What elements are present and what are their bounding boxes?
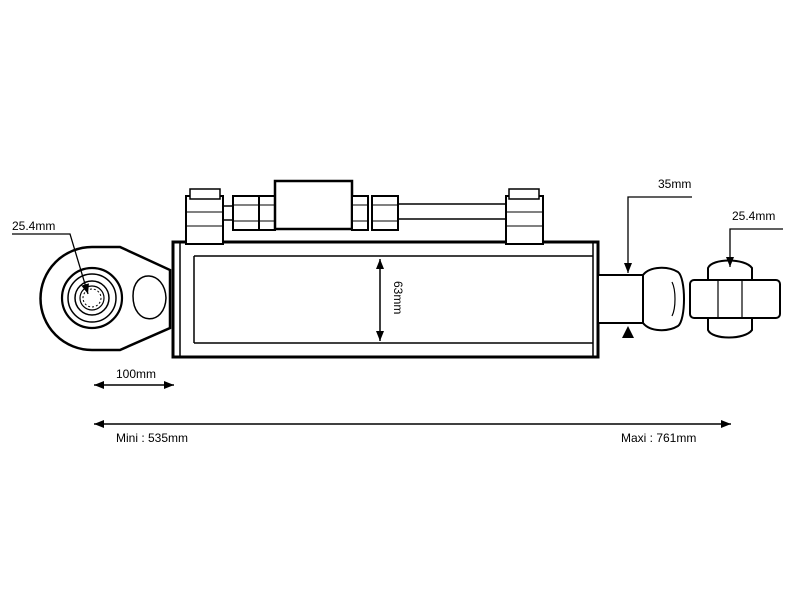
dim-left-pin: 25.4mm [12,219,89,295]
left-eye-end [39,245,172,352]
dim-min-length-label: Mini : 535mm [116,431,188,445]
dim-rod: 35mm [622,177,692,338]
dim-stroke: 100mm [94,367,174,389]
right-ball-joint [642,259,781,339]
dim-right-pin-label: 25.4mm [732,209,775,223]
dim-bore-label: 63mm [391,281,405,314]
dim-left-pin-label: 25.4mm [12,219,55,233]
dim-overall-length: Mini : 535mm Maxi : 761mm [94,420,731,445]
dim-bore: 63mm [376,259,405,341]
cylinder-body [171,240,600,359]
dim-max-length-label: Maxi : 761mm [621,431,696,445]
dim-stroke-label: 100mm [116,367,156,381]
piston-rod [597,274,644,324]
dim-rod-label: 35mm [658,177,691,191]
hydraulic-pipe-assembly [185,179,544,245]
dim-right-pin: 25.4mm [726,209,783,267]
